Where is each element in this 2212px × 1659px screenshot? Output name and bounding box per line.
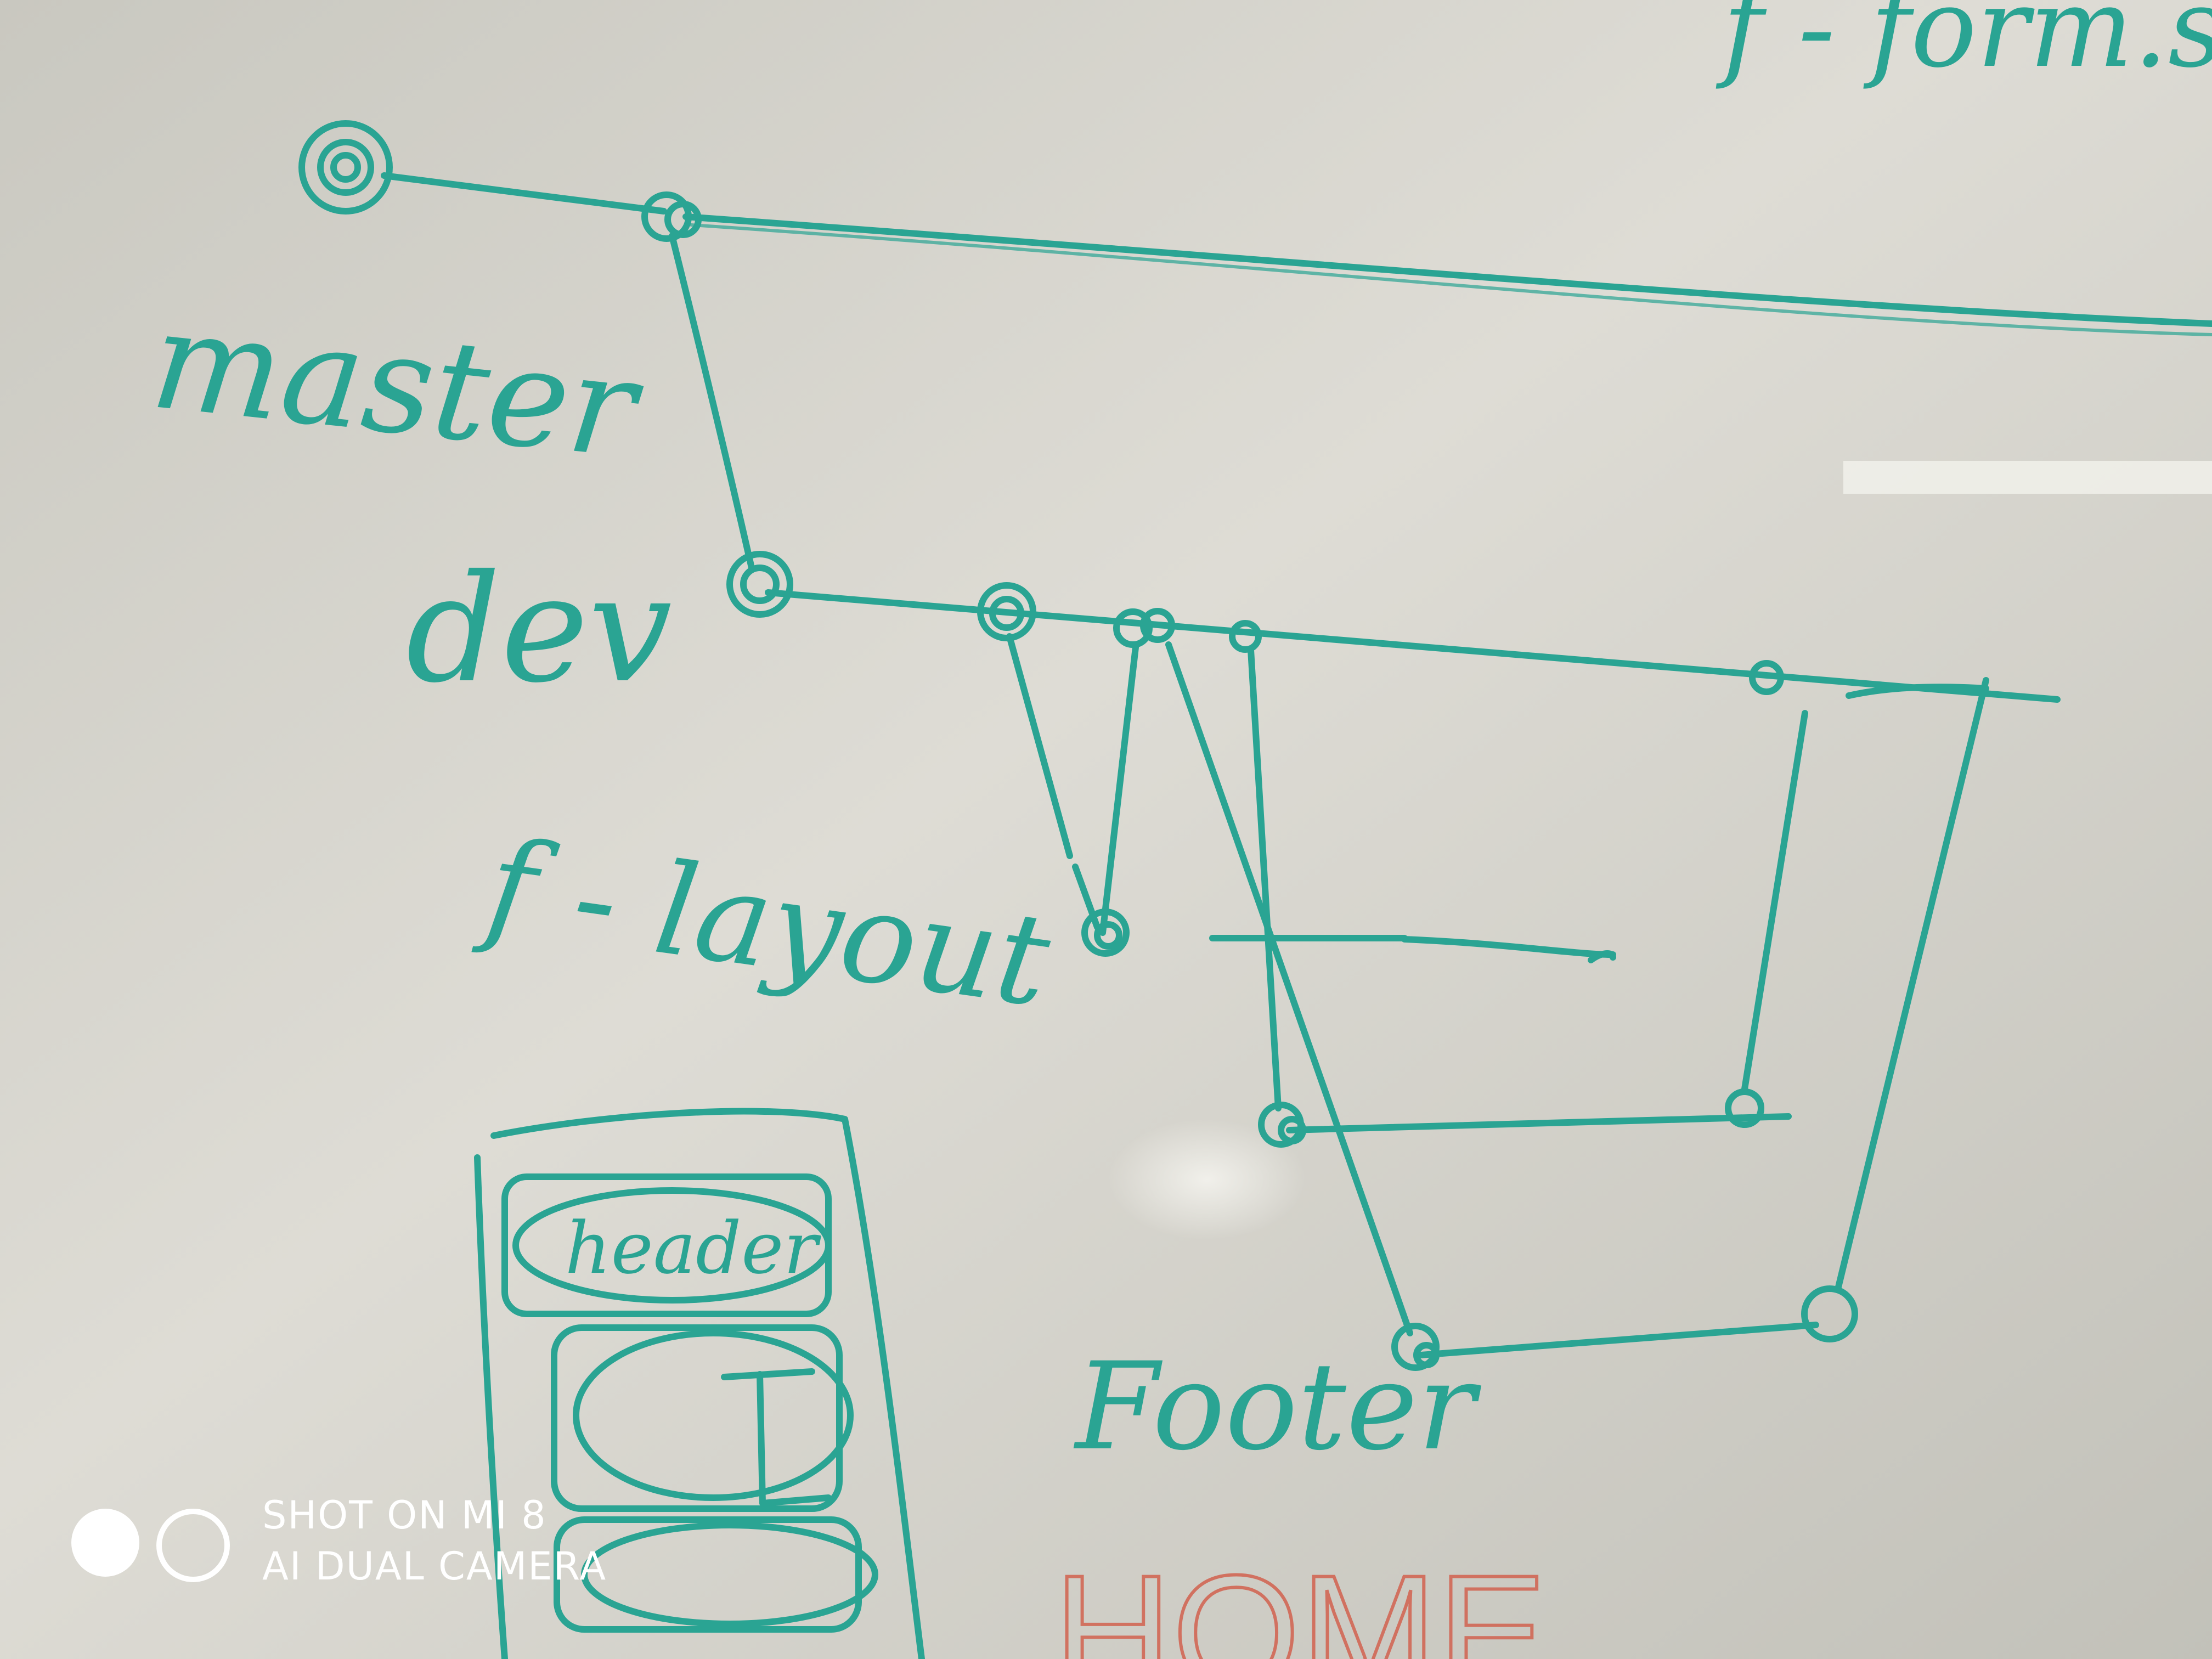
- footer-branch: [1418, 1322, 1819, 1358]
- f-layout-commit: [1081, 909, 1130, 957]
- label-dev: dev: [406, 543, 672, 715]
- dev-commit-1: [726, 551, 793, 618]
- master-commit-2: [641, 191, 702, 242]
- footer-commit-right: [1801, 1285, 1858, 1342]
- watermark-line-1: SHOT ON MI 8: [262, 1493, 547, 1538]
- label-footer: Footer: [1073, 1336, 1482, 1477]
- dev-commit-4: [1229, 620, 1262, 653]
- f-layout-tip: [1588, 950, 1616, 963]
- master-commit-1: [298, 120, 393, 215]
- label-top-fragment: f - form.sc: [1716, 0, 2212, 92]
- header-oval: [512, 1187, 832, 1304]
- light-reflection-middle: [1108, 1119, 1306, 1240]
- branch-lines-dev-footer: [1165, 641, 1413, 1336]
- mid-commit-left: [1258, 1102, 1306, 1148]
- branch-line-master-dev: [669, 233, 755, 571]
- content-oval: [573, 1330, 854, 1501]
- label-home: HOME: [1053, 1541, 1547, 1659]
- content-glyph: [721, 1368, 832, 1506]
- footer-box: [554, 1516, 862, 1633]
- watermark-line-2: AI DUAL CAMERA: [262, 1544, 607, 1589]
- layout-sketch-frame: [490, 1108, 925, 1659]
- label-header: header: [565, 1206, 821, 1290]
- light-reflection-top: [1843, 461, 2212, 494]
- footer-branch-cap: [1846, 684, 1989, 699]
- watermark-dot-filled-icon: [71, 1509, 139, 1577]
- dev-commit-3: [1113, 608, 1175, 648]
- dev-commit-5: [1749, 660, 1784, 695]
- branch-line-footer-dev: [1835, 677, 1989, 1293]
- branch-line-mid-dev: [1741, 710, 1808, 1092]
- watermark-dot-ring-icon: [156, 1509, 230, 1582]
- footer-commit-left: [1391, 1323, 1440, 1371]
- merge-branch-mid: [1286, 1113, 1792, 1133]
- master-branch: [381, 172, 2212, 336]
- content-box: [551, 1324, 843, 1512]
- footer-oval: [581, 1522, 878, 1627]
